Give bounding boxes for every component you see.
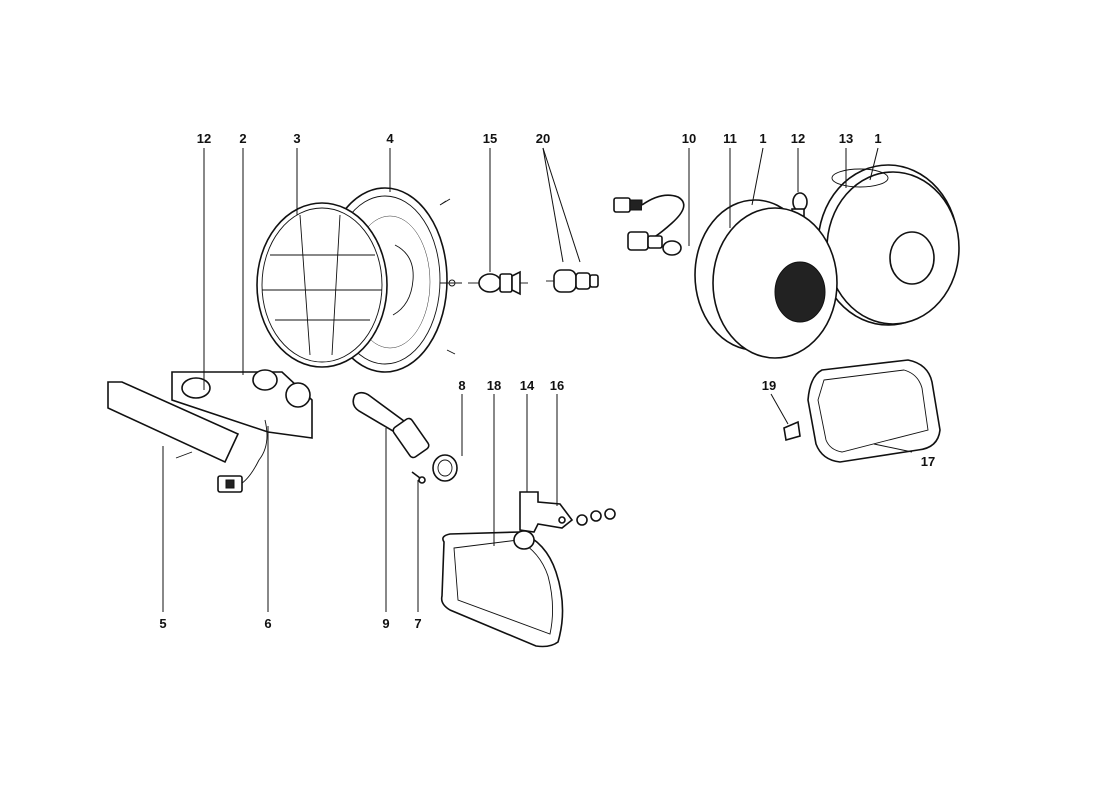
mounting-bracket (513, 491, 616, 550)
callout-7: 7 (414, 616, 421, 631)
callout-4: 4 (386, 131, 394, 146)
callout-2: 2 (239, 131, 246, 146)
callout-17: 17 (921, 454, 935, 469)
lamp-tube (352, 391, 430, 459)
leader-lines (162, 147, 913, 612)
callout-12: 12 (197, 131, 211, 146)
reflector-clip (783, 420, 801, 442)
callout-14: 14 (520, 378, 535, 393)
bulb-holder (546, 269, 599, 293)
headlamp-lens (256, 202, 388, 368)
callout-3: 3 (293, 131, 300, 146)
callout-11: 11 (723, 131, 737, 146)
callout-labels: 12 2 3 4 15 20 10 11 1 12 13 1 8 18 14 1… (159, 131, 935, 631)
callout-20: 20 (536, 131, 550, 146)
callout-18: 18 (487, 378, 501, 393)
callout-19: 19 (762, 378, 776, 393)
callout-1: 1 (874, 131, 881, 146)
lamp-socket (432, 454, 458, 482)
wiring-pigtail (613, 194, 685, 256)
callout-6: 6 (264, 616, 271, 631)
halogen-bulb (468, 270, 528, 296)
callout-13: 13 (839, 131, 853, 146)
callout-8: 8 (458, 378, 465, 393)
callout-1: 1 (759, 131, 766, 146)
rectangular-lamp (440, 531, 564, 648)
callout-15: 15 (483, 131, 497, 146)
reflector-lamp (807, 359, 941, 463)
callout-9: 9 (382, 616, 389, 631)
indicator-housing (171, 369, 313, 493)
side-marker-lamp-rear (817, 164, 960, 326)
callout-10: 10 (682, 131, 696, 146)
callout-12: 12 (791, 131, 805, 146)
indicator-lens (107, 381, 240, 464)
small-screw (411, 471, 426, 484)
callout-16: 16 (550, 378, 564, 393)
callout-5: 5 (159, 616, 166, 631)
side-marker-lamp-front (694, 199, 838, 359)
